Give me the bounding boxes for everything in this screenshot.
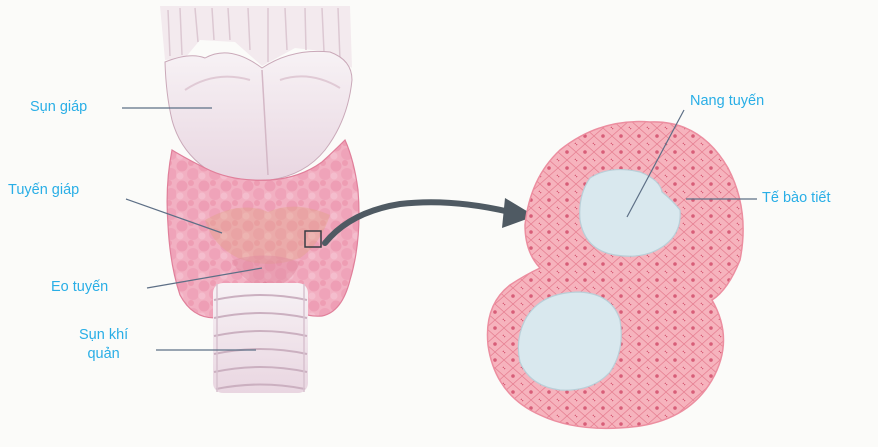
label-sun-giap: Sụn giáp [30, 98, 87, 117]
label-sun-khi-quan: Sụn khí quản [79, 326, 128, 364]
label-tuyen-giap: Tuyến giáp [8, 181, 79, 200]
label-sun-khi-quan-line1: Sụn khí [79, 326, 128, 345]
label-te-bao-tiet: Tế bào tiết [762, 189, 831, 208]
label-eo-tuyen: Eo tuyến [51, 278, 108, 297]
label-sun-khi-quan-line2: quản [79, 345, 128, 364]
trachea [213, 283, 308, 393]
label-nang-tuyen: Nang tuyến [690, 92, 764, 111]
follicle-detail [487, 122, 743, 429]
